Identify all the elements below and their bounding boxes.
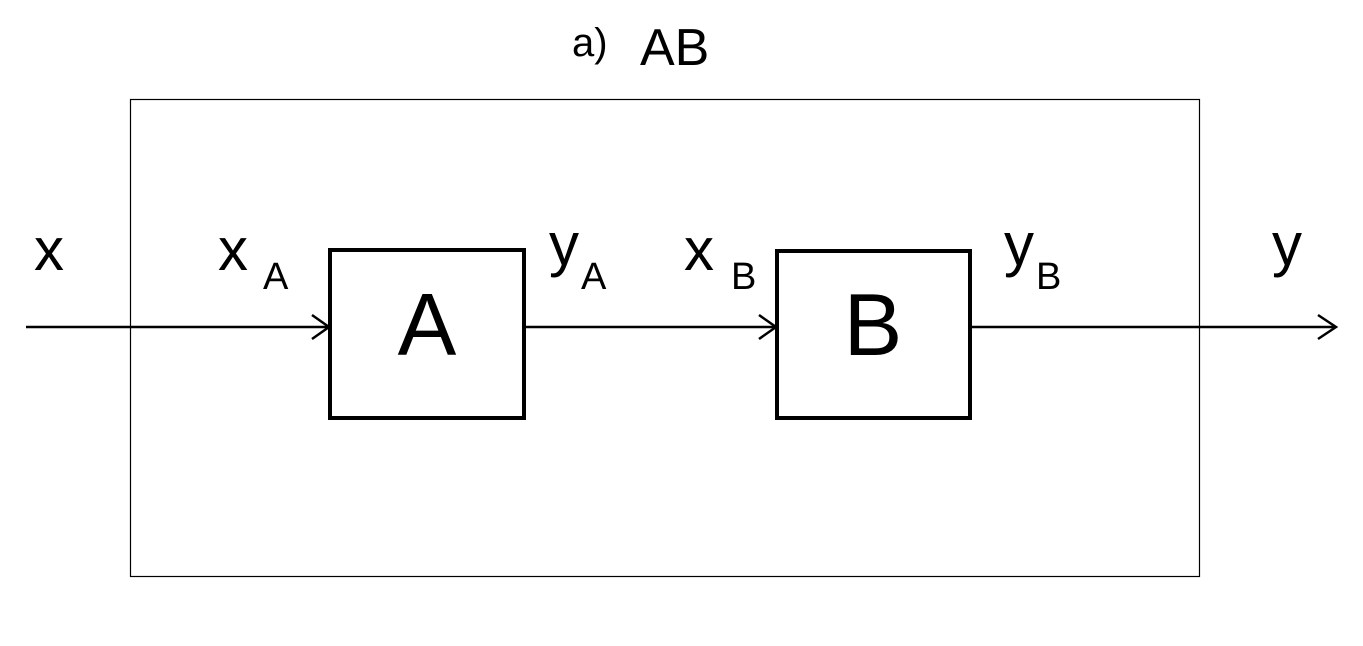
block-b-input-label: x — [684, 216, 714, 283]
block-a-output-subscript: A — [581, 256, 607, 298]
block-b-output-label: y — [1004, 211, 1034, 278]
title-prefix: a) — [572, 21, 608, 65]
block-b-box — [775, 249, 972, 420]
block-a-box — [328, 248, 526, 420]
block-b-label: B — [844, 275, 903, 374]
block-a: A — [328, 248, 526, 420]
block-a-input-subscript: A — [263, 256, 289, 298]
block-a-input-label: x — [218, 216, 248, 283]
output-arrowhead — [1317, 313, 1339, 341]
system-output-label: y — [1272, 211, 1302, 278]
block-a-label: A — [398, 275, 457, 374]
system-frame — [129, 98, 1201, 578]
title-main: AB — [640, 19, 709, 77]
system-input-label: x — [34, 216, 64, 283]
block-a-output-label: y — [549, 211, 579, 278]
block-b-output-subscript: B — [1036, 256, 1061, 298]
block-b: B — [775, 249, 972, 420]
block-b-input-subscript: B — [731, 256, 756, 298]
